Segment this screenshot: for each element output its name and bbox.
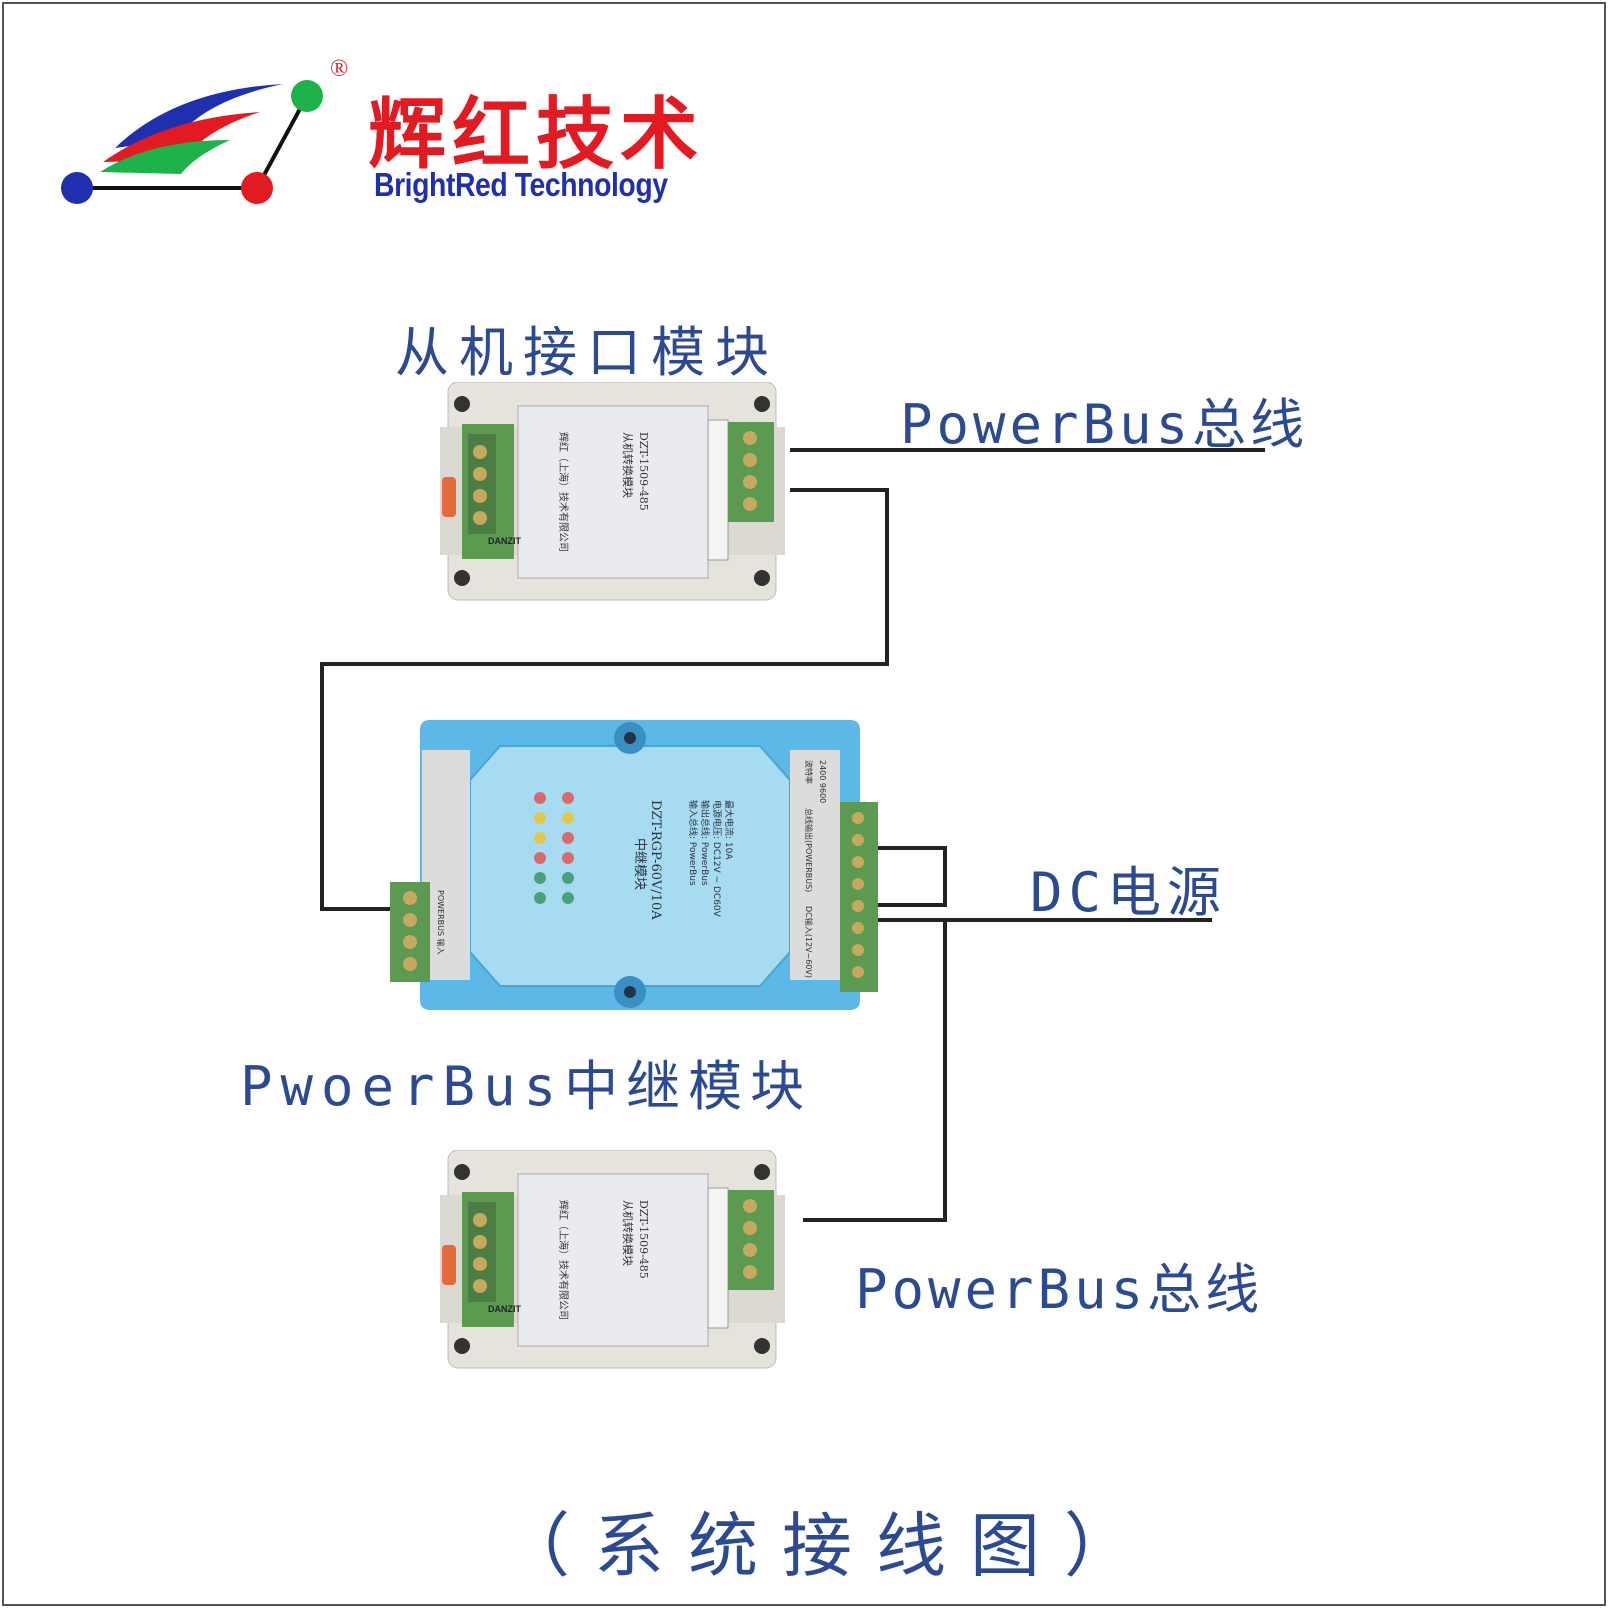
repeater-baud-values: 2400 9600 bbox=[818, 760, 827, 803]
slave-module-bottom: DZT-1509-485 从机转换模块 辉红（上海）技术有限公司 DANZIT bbox=[440, 1150, 785, 1369]
powerbus-top-label: PowerBus总线 bbox=[900, 393, 1309, 456]
repeater-dc-input-header: DC输入(12V~60V) bbox=[804, 906, 814, 978]
top-slave-module-label: 从机接口模块 bbox=[395, 321, 779, 384]
slave-top-name-text: 从机转换模块 bbox=[621, 432, 635, 498]
slave-to-repeater-wire bbox=[320, 488, 889, 911]
slave-bottom-name-text: 从机转换模块 bbox=[621, 1200, 635, 1266]
slave-top-model-text: DZT-1509-485 bbox=[637, 432, 650, 511]
slave-top-company-text: 辉红（上海）技术有限公司 bbox=[557, 432, 570, 552]
repeater-model-text: DZT-RGP-60V/10A bbox=[648, 800, 663, 920]
slave-bottom-company-text: 辉红（上海）技术有限公司 bbox=[557, 1200, 570, 1320]
dc-power-label: DC电源 bbox=[1030, 861, 1228, 924]
repeater-left-terminal-header: POWERBUS 输入 bbox=[436, 890, 446, 955]
repeater-name-text: 中继模块 bbox=[632, 838, 647, 890]
repeater-to-bottom-slave-wire bbox=[803, 918, 947, 1222]
registered-mark: ® bbox=[330, 56, 349, 82]
brand-name-cn: 辉红技术 bbox=[368, 90, 705, 180]
repeater-spec-1: 输入总线: PowerBus bbox=[687, 800, 699, 886]
repeater-bus-output-header: 总线输出(POWERBUS) bbox=[804, 808, 814, 892]
repeater-dc-loop-wire bbox=[877, 846, 947, 907]
repeater-module: DZT-RGP-60V/10A 中继模块 输入总线: PowerBus 输出总线… bbox=[390, 720, 878, 1010]
repeater-module-label: PwoerBus中继模块 bbox=[240, 1055, 813, 1118]
repeater-spec-4: 最大电流: 10A bbox=[723, 800, 735, 860]
brightred-logo-icon bbox=[61, 80, 323, 204]
powerbus-bottom-label: PowerBus总线 bbox=[855, 1258, 1264, 1321]
slave-bottom-brand-text: DANZIT bbox=[488, 1304, 521, 1314]
brand-name-en: BrightRed Technology bbox=[374, 166, 668, 203]
repeater-spec-2: 输出总线: PowerBus bbox=[699, 800, 711, 886]
diagram-caption: （系统接线图） bbox=[500, 1505, 1158, 1587]
slave-bottom-model-text: DZT-1509-485 bbox=[637, 1200, 650, 1279]
repeater-spec-3: 电源电压: DC12V ~ DC60V bbox=[711, 800, 723, 918]
slave-top-brand-text: DANZIT bbox=[488, 536, 521, 546]
repeater-baud-header: 波特率 bbox=[804, 760, 814, 784]
slave-module-top: DZT-1509-485 从机转换模块 辉红（上海）技术有限公司 DANZIT bbox=[440, 382, 785, 601]
